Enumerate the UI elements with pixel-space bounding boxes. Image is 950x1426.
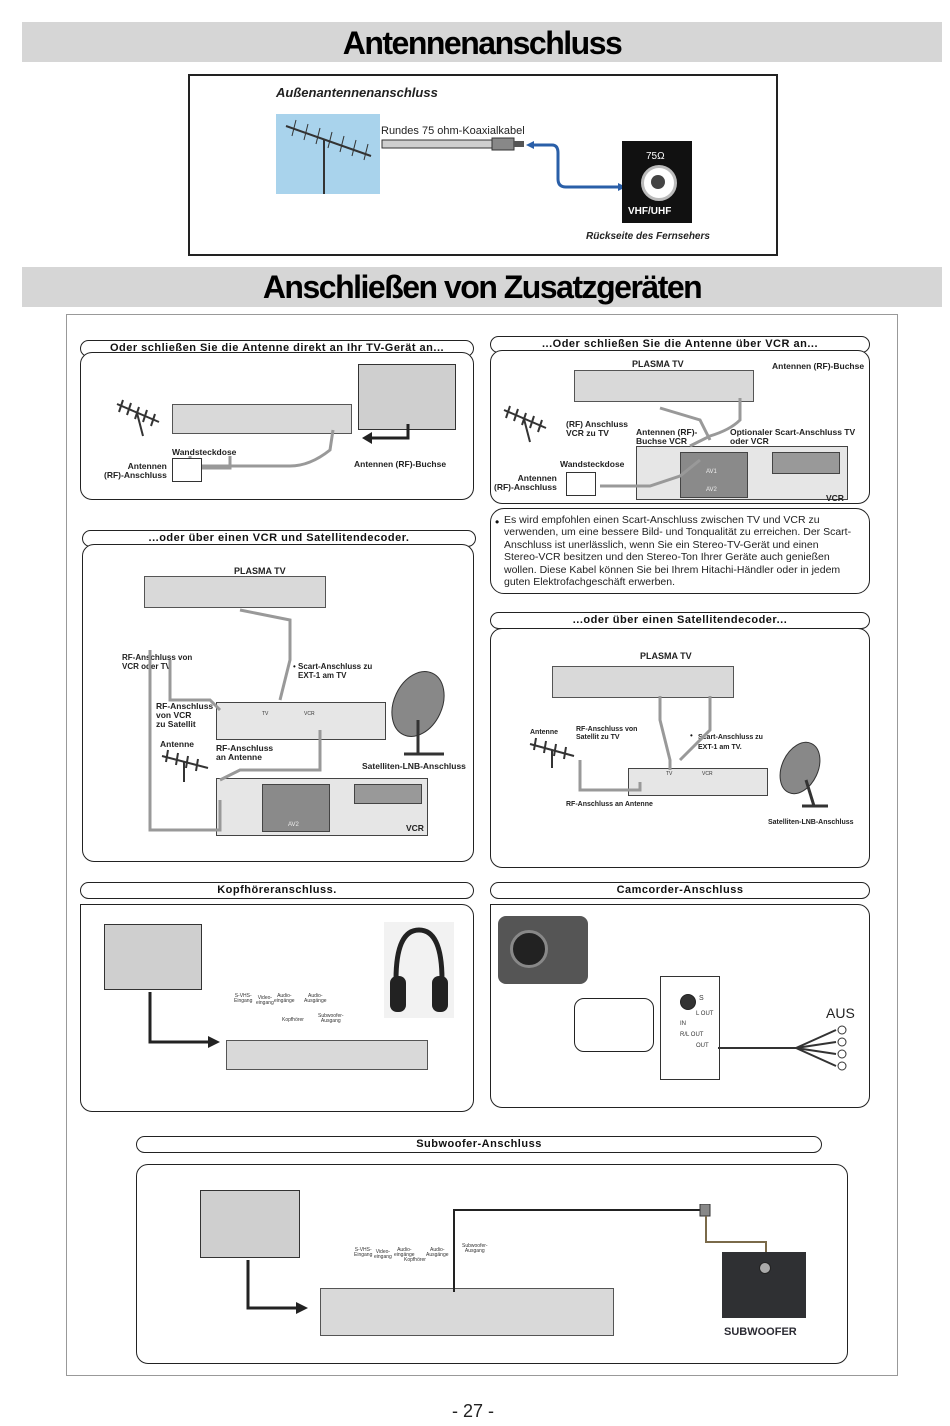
page-number: - 27 - — [452, 1401, 494, 1422]
panel5-arrow — [140, 990, 230, 1050]
note-text: Es wird empfohlen einen Scart-Anschluss … — [504, 514, 854, 588]
antenna-box-heading: Außenantennenanschluss — [276, 85, 438, 100]
panel1-wall-socket — [172, 458, 202, 482]
panel1-antenna-label: Antennen (RF)-Anschluss — [104, 462, 167, 480]
section-title-devices: Anschließen von Zusatzgeräten — [22, 267, 942, 307]
panel2-antenna-label: Antennen (RF)-Anschluss — [494, 474, 557, 492]
panel7-tv — [200, 1190, 300, 1258]
panel7-headphones: Kopfhörer — [404, 1258, 426, 1263]
panel6-in: IN — [680, 1022, 686, 1027]
panel4-dish-icon — [774, 740, 834, 808]
panel7-arrow — [240, 1258, 320, 1314]
subwoofer-connector-icon — [759, 1262, 771, 1274]
panel7-audio-out: Audio- Ausgänge — [426, 1248, 449, 1258]
panel2-tv-label: PLASMA TV — [632, 360, 684, 369]
panel7-video: Video- eingang — [374, 1250, 392, 1260]
panel6-out: OUT — [696, 1044, 709, 1049]
headphones-icon — [388, 926, 450, 1016]
antenna-box-caption: Rückseite des Fernsehers — [586, 231, 710, 242]
panel5-svhs: S-VHS- Eingang — [234, 994, 252, 1004]
panel6-r-out: R/L OUT — [680, 1033, 703, 1038]
panel5-video: Video- eingang — [256, 996, 274, 1006]
camcorder-lens — [510, 930, 548, 968]
panel4-lnb: Satelliten-LNB-Anschluss — [768, 818, 854, 827]
panel7-svhs: S-VHS- Eingang — [354, 1248, 372, 1258]
rf-socket-core — [651, 175, 665, 189]
s-video-jack-icon — [680, 994, 696, 1010]
panel4-rf-antenna: RF-Anschluss an Antenne — [566, 800, 653, 809]
panel5-audio-out: Audio- Ausgänge — [304, 994, 327, 1004]
camcorder-image-2 — [574, 998, 654, 1052]
coax-cable — [380, 135, 640, 195]
band-label: VHF/UHF — [628, 206, 671, 217]
panel2-vcr-display — [772, 452, 840, 474]
panel6-l-out: L OUT — [696, 1012, 713, 1017]
panel6-av-cable — [716, 1024, 856, 1074]
note-bullet: • — [495, 515, 499, 529]
panel5-tv — [104, 924, 202, 990]
panel1-rf-label: Antennen (RF)-Buchse — [354, 460, 446, 469]
panel3-cables — [130, 600, 430, 840]
panel5-connector-panel — [226, 1040, 428, 1070]
panel5-title: Kopfhöreranschluss. — [80, 882, 474, 899]
antenna-illustration — [276, 114, 380, 194]
camcorder-jack-panel — [660, 976, 720, 1080]
ohm-label: 75Ω — [646, 151, 665, 162]
panel6-s-label: S — [699, 996, 704, 1001]
panel4-cables — [560, 690, 780, 800]
panel2-rf-label: Antennen (RF)-Buchse — [772, 362, 864, 371]
section-title-antenna: Antennenanschluss — [22, 22, 942, 62]
panel5-sub-out: Subwoofer- Ausgang — [318, 1014, 344, 1024]
panel6-aus-label: AUS — [826, 1005, 855, 1021]
panel5-audio-in: Audio- eingänge — [274, 994, 295, 1004]
panel1-wall-label: Wandsteckdose — [172, 448, 236, 457]
panel7-title: Subwoofer-Anschluss — [136, 1136, 822, 1153]
panel4-title: ...oder über einen Satellitendecoder... — [490, 612, 870, 629]
panel2-vcr-label: VCR — [826, 494, 844, 503]
panel2-antenna-icon — [502, 404, 548, 444]
panel3-tv-label: PLASMA TV — [234, 567, 286, 576]
panel4-tv-label: PLASMA TV — [640, 652, 692, 661]
panel6-title: Camcorder-Anschluss — [490, 882, 870, 899]
subwoofer-label: SUBWOOFER — [724, 1326, 797, 1338]
panel5-headphones-label: Kopfhörer — [282, 1018, 304, 1023]
panel2-cables — [560, 390, 780, 500]
